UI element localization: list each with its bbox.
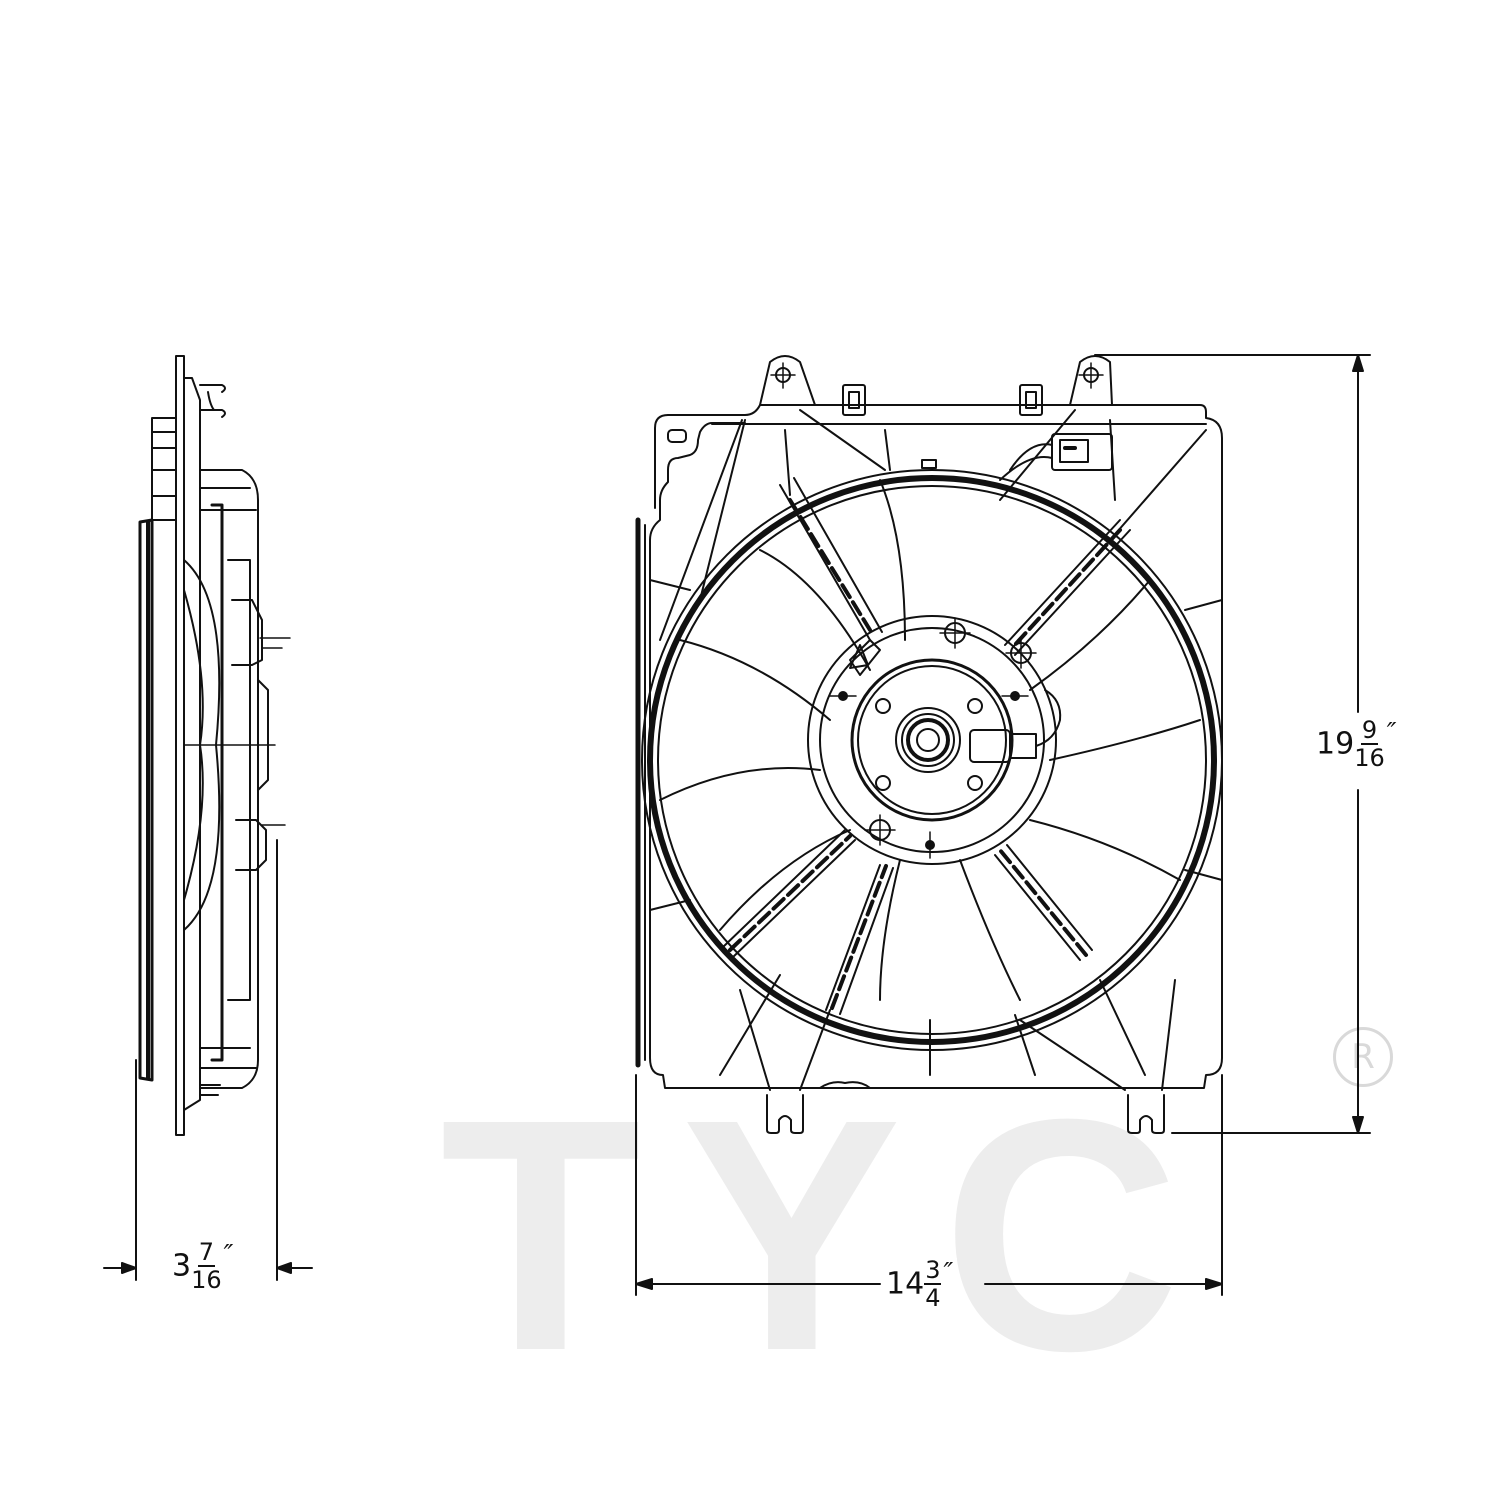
width-dimension-lines xyxy=(635,1074,1223,1296)
front-view xyxy=(635,355,1223,1134)
brand-watermark: TYC xyxy=(440,1050,1220,1419)
shroud-spokes xyxy=(721,477,1131,1015)
width-unit: ″ xyxy=(943,1258,954,1288)
depth-whole: 3 xyxy=(172,1248,192,1284)
depth-numerator: 7 xyxy=(197,1238,215,1267)
width-denominator: 4 xyxy=(925,1284,941,1312)
height-numerator: 9 xyxy=(1360,716,1379,745)
motor-hub xyxy=(807,615,1062,865)
height-denominator: 16 xyxy=(1354,744,1385,772)
height-dimension-lines xyxy=(1094,354,1371,1134)
fan-blades xyxy=(659,479,1201,1001)
depth-dimension-lines xyxy=(103,839,313,1281)
frame-struts xyxy=(649,409,1223,1091)
height-whole: 19 xyxy=(1316,726,1355,762)
width-whole: 14 xyxy=(886,1266,925,1302)
side-view xyxy=(138,355,291,1136)
width-numerator: 3 xyxy=(924,1256,942,1285)
depth-denominator: 16 xyxy=(191,1266,222,1294)
height-unit: ″ xyxy=(1386,718,1397,748)
depth-unit: ″ xyxy=(223,1240,234,1270)
